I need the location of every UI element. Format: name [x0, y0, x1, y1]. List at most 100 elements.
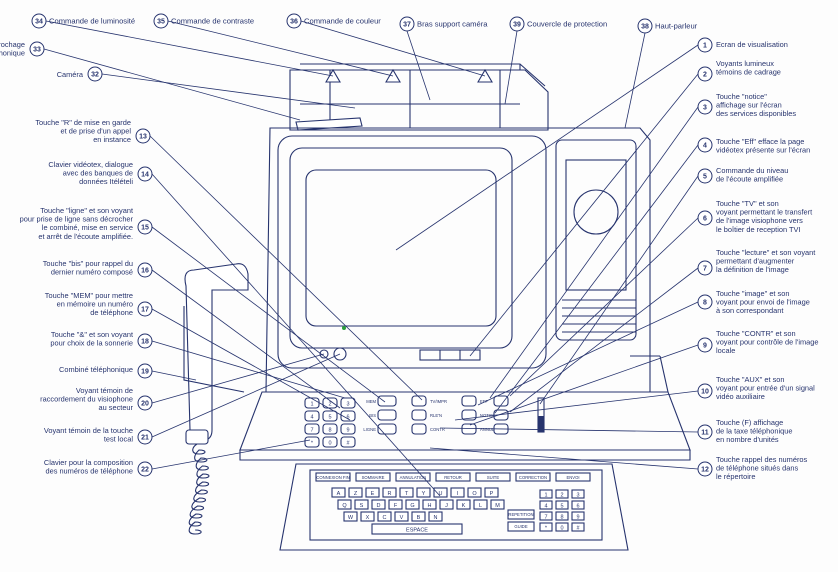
- leader-line: [151, 439, 311, 470]
- panel-button-mem[interactable]: MEM: [366, 395, 397, 407]
- label-text-line: voyant permettant le transfert: [716, 208, 812, 217]
- keypad-key-7[interactable]: 7: [304, 423, 320, 435]
- leader-line: [149, 135, 423, 401]
- number-badge: [286, 13, 302, 29]
- keyboard-key-w[interactable]: W: [343, 511, 358, 522]
- keypad-key-1[interactable]: 1: [304, 397, 320, 409]
- keyboard-key-y[interactable]: Y: [416, 487, 431, 498]
- keyboard-num-key-0[interactable]: 0: [555, 522, 569, 532]
- keyboard-function-key[interactable]: SOMMAIRE: [355, 472, 391, 482]
- keyboard-space-key[interactable]: ESPACE: [371, 523, 463, 535]
- keypad-key-9[interactable]: 9: [340, 423, 356, 435]
- keyboard-key-d[interactable]: D: [371, 499, 386, 510]
- keyboard-function-key[interactable]: ENVOI: [555, 472, 591, 482]
- keyboard-side-key[interactable]: REPETITION: [507, 509, 535, 520]
- keyboard-key-x[interactable]: X: [360, 511, 375, 522]
- label-text-line: Touche "lecture" et son voyant: [716, 248, 815, 257]
- key-cap: [331, 487, 346, 498]
- keyboard-num-key-6[interactable]: 6: [571, 500, 585, 510]
- keyboard-key-e[interactable]: E: [365, 487, 380, 498]
- keyboard-num-key-4[interactable]: 4: [539, 500, 553, 510]
- keyboard-key-c[interactable]: C: [377, 511, 392, 522]
- keyboard-key-k[interactable]: K: [456, 499, 471, 510]
- keyboard-key-i[interactable]: I: [450, 487, 465, 498]
- number-badge: [697, 424, 713, 440]
- keyboard-function-key[interactable]: CORRECTION: [515, 472, 551, 482]
- panel-button-bis[interactable]: BIS: [369, 409, 397, 421]
- panel-button-eff[interactable]: EFF: [461, 395, 509, 407]
- keyboard-num-key-8[interactable]: 8: [555, 511, 569, 521]
- button-label: LIGNE: [363, 427, 376, 432]
- telephone-handset[interactable]: [184, 263, 249, 441]
- keyboard-function-key[interactable]: ANNULATION: [395, 472, 431, 482]
- keypad-key-0[interactable]: 0: [322, 436, 338, 448]
- keypad-key-*[interactable]: *: [304, 436, 320, 448]
- keypad-key-#[interactable]: #: [340, 436, 356, 448]
- keyboard-key-o[interactable]: O: [467, 487, 482, 498]
- keyboard-key-g[interactable]: G: [405, 499, 420, 510]
- keyboard-num-key-9[interactable]: 9: [571, 511, 585, 521]
- keyboard-key-z[interactable]: Z: [348, 487, 363, 498]
- keyboard-num-key-2[interactable]: 2: [555, 489, 569, 499]
- number-badge: [697, 260, 713, 276]
- keyboard-num-key-5[interactable]: 5: [555, 500, 569, 510]
- key-label: N: [434, 515, 438, 521]
- keyboard-key-b[interactable]: B: [411, 511, 426, 522]
- key-label: 2: [560, 493, 563, 499]
- label-text-line: test local: [104, 435, 134, 444]
- leader-line: [151, 269, 341, 409]
- keyboard-key-l[interactable]: L: [473, 499, 488, 510]
- keyboard-num-key-7[interactable]: 7: [539, 511, 553, 521]
- keypad-key-4[interactable]: 4: [304, 410, 320, 422]
- keyboard-num-key-1[interactable]: 1: [539, 489, 553, 499]
- button-label: TV/IMPR: [430, 399, 447, 404]
- keyboard-key-n[interactable]: N: [428, 511, 443, 522]
- keyboard-key-h[interactable]: H: [422, 499, 437, 510]
- key-cap: [388, 499, 403, 510]
- keypad-key-5[interactable]: 5: [322, 410, 338, 422]
- keypad-key-6[interactable]: 6: [340, 410, 356, 422]
- key-cap: [467, 487, 482, 498]
- label-text-line: le boîtier de reception TVI: [716, 225, 801, 234]
- keyboard-key-t[interactable]: T: [399, 487, 414, 498]
- panel-button-tvimpr[interactable]: TV/IMPR: [411, 395, 447, 407]
- keyboard-key-v[interactable]: V: [394, 511, 409, 522]
- keyboard-key-j[interactable]: J: [439, 499, 454, 510]
- keyboard-side-key[interactable]: GUIDE: [507, 521, 535, 532]
- keypad-key-2[interactable]: 2: [322, 397, 338, 409]
- keyboard-key-a[interactable]: A: [331, 487, 346, 498]
- keyboard-num-key-*[interactable]: *: [539, 522, 553, 532]
- keyboard-function-key[interactable]: RETOUR: [435, 472, 471, 482]
- keyboard-key-q[interactable]: Q: [337, 499, 352, 510]
- key-cap: [475, 472, 511, 482]
- keyboard-function-key[interactable]: SUITE: [475, 472, 511, 482]
- panel-button-contr[interactable]: CONTR: [411, 423, 445, 435]
- panel-button-rlen[interactable]: RLE'N: [411, 409, 442, 421]
- keyboard-key-m[interactable]: M: [490, 499, 505, 510]
- keypad-key-8[interactable]: 8: [322, 423, 338, 435]
- label-35: 35 Commande de contraste: [153, 13, 254, 29]
- label-text: Bras support caméra: [417, 20, 488, 29]
- key-cap: [322, 397, 338, 409]
- keyboard-num-key-#[interactable]: #: [571, 522, 585, 532]
- speaker-window: [565, 159, 627, 291]
- label-text-line: la définition de l'image: [716, 265, 789, 274]
- function-panel: MEMBISLIGNETV/IMPRRLE'NCONTREFFNOTICEANN…: [363, 395, 509, 435]
- keyboard-key-f[interactable]: F: [388, 499, 403, 510]
- number-badge: [137, 395, 153, 411]
- left-labels: 33Support d'accrochagedu combiné télépho…: [0, 40, 153, 477]
- key-label: C: [383, 515, 387, 521]
- label-text-line: à son correspondant: [716, 306, 783, 315]
- keyboard-function-key[interactable]: CONNEXION FIN: [315, 472, 351, 482]
- keyboard-key-u[interactable]: U: [433, 487, 448, 498]
- keypad-key-3[interactable]: 3: [340, 397, 356, 409]
- keyboard-key-s[interactable]: S: [354, 499, 369, 510]
- label-text: Commande de luminosité: [49, 17, 135, 26]
- keyboard-num-key-3[interactable]: 3: [571, 489, 585, 499]
- keyboard-key-p[interactable]: P: [484, 487, 499, 498]
- keyboard-key-r[interactable]: R: [382, 487, 397, 498]
